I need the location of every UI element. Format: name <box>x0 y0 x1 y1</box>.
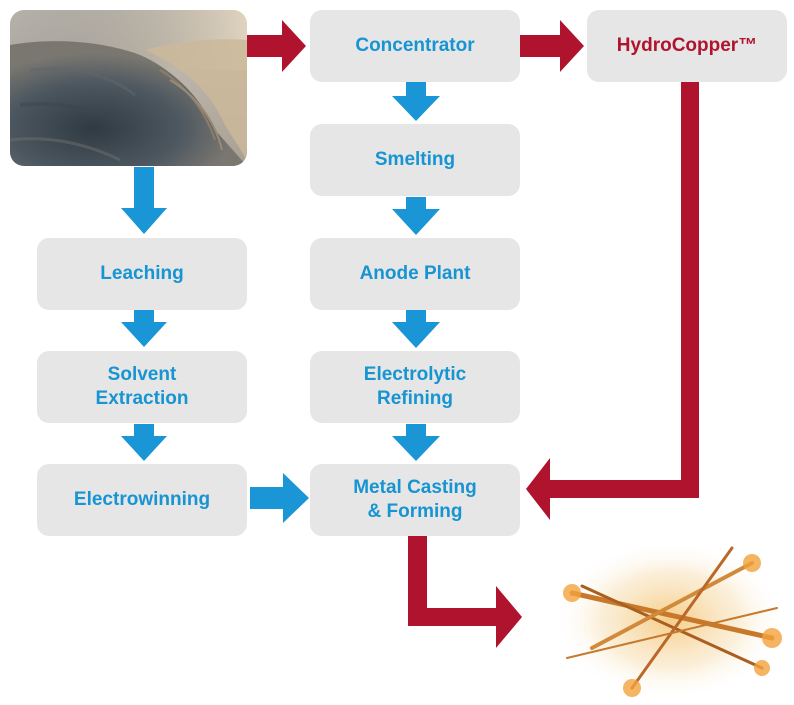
smelting-label: Smelting <box>374 149 456 170</box>
arrow-smelting-to-anode <box>392 197 440 235</box>
arrow-concentrator-to-smelting <box>392 82 440 121</box>
arrow-concentrator-to-hydrocopper <box>520 20 584 72</box>
concentrator-box: Concentrator <box>310 10 520 82</box>
anode-plant-box: Anode Plant <box>310 238 520 310</box>
arrow-mine-to-concentrator <box>246 20 306 72</box>
hydrocopper-label: HydroCopper™ <box>616 35 758 56</box>
electrolytic-refining-label-1: Electrolytic <box>363 364 467 385</box>
solvent-extraction-box: Solvent Extraction <box>37 351 247 423</box>
metal-casting-label-1: Metal Casting <box>353 477 477 498</box>
metal-casting-box: Metal Casting & Forming <box>310 464 520 536</box>
arrow-leaching-to-solvent <box>121 310 167 347</box>
copper-wire-rods-photo <box>554 540 786 700</box>
solvent-extraction-label-2: Extraction <box>95 388 189 409</box>
smelting-box: Smelting <box>310 124 520 196</box>
leaching-label: Leaching <box>100 263 184 284</box>
electrolytic-refining-label-2: Refining <box>377 388 453 409</box>
arrow-anode-to-electrolytic <box>392 310 440 348</box>
arrow-metal-casting-to-products <box>408 535 522 648</box>
arrow-electrolytic-to-metal-casting <box>392 424 440 461</box>
arrow-mine-to-leaching <box>121 167 167 234</box>
electrolytic-refining-box: Electrolytic Refining <box>310 351 520 423</box>
electrowinning-label: Electrowinning <box>73 489 211 510</box>
open-pit-mine-photo <box>10 10 247 166</box>
leaching-box: Leaching <box>37 238 247 310</box>
arrow-hydrocopper-to-metal-casting <box>526 80 699 520</box>
electrowinning-box: Electrowinning <box>37 464 247 536</box>
solvent-extraction-label-1: Solvent <box>107 364 177 385</box>
arrow-electrowinning-to-metal-casting <box>250 473 309 523</box>
hydrocopper-box: HydroCopper™ <box>587 10 787 82</box>
metal-casting-label-2: & Forming <box>367 501 463 522</box>
anode-plant-label: Anode Plant <box>359 263 471 284</box>
arrow-solvent-to-electrowinning <box>121 424 167 461</box>
concentrator-label: Concentrator <box>355 35 475 56</box>
